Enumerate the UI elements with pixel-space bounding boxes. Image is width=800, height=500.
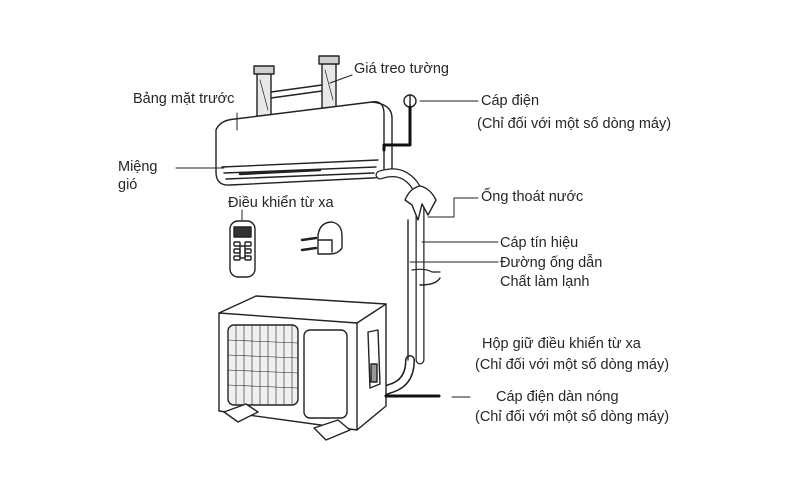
outdoor-unit-illustration — [218, 295, 387, 441]
label-remote-holder: Hộp giữ điều khiển từ xa — [482, 336, 641, 352]
label-refrigerant-pipe-line1: Đường ống dẫn — [500, 255, 603, 271]
leader-lines — [175, 74, 499, 398]
label-outdoor-power-cable: Cáp điện dàn nóng — [496, 389, 619, 405]
indoor-unit-illustration — [215, 101, 393, 186]
label-front-panel: Bảng mặt trước — [133, 91, 235, 107]
label-signal-cable: Cáp tín hiệu — [500, 235, 579, 251]
label-wall-bracket: Giá treo tường — [354, 61, 449, 77]
label-air-outlet-line2: gió — [118, 177, 138, 193]
remote-holder-illustration — [300, 221, 343, 255]
label-remote-holder-note: (Chỉ đối với một số dòng máy) — [475, 357, 670, 373]
remote-control-illustration — [229, 220, 256, 278]
label-air-outlet-line1: Miệng — [118, 159, 158, 175]
label-outdoor-power-cable-note: (Chỉ đối với một số dòng máy) — [475, 409, 670, 425]
wall-bracket-illustration — [253, 55, 340, 119]
label-refrigerant-pipe-line2: Chất làm lạnh — [500, 274, 590, 290]
piping-illustration — [375, 168, 441, 395]
power-cable-illustration — [382, 94, 417, 152]
label-power-cable: Cáp điện — [481, 93, 540, 109]
label-remote-control: Điều khiển từ xa — [228, 195, 334, 211]
label-power-cable-note: (Chỉ đối với một số dòng máy) — [477, 116, 672, 132]
label-drain-hose: Ống thoát nước — [481, 189, 584, 205]
